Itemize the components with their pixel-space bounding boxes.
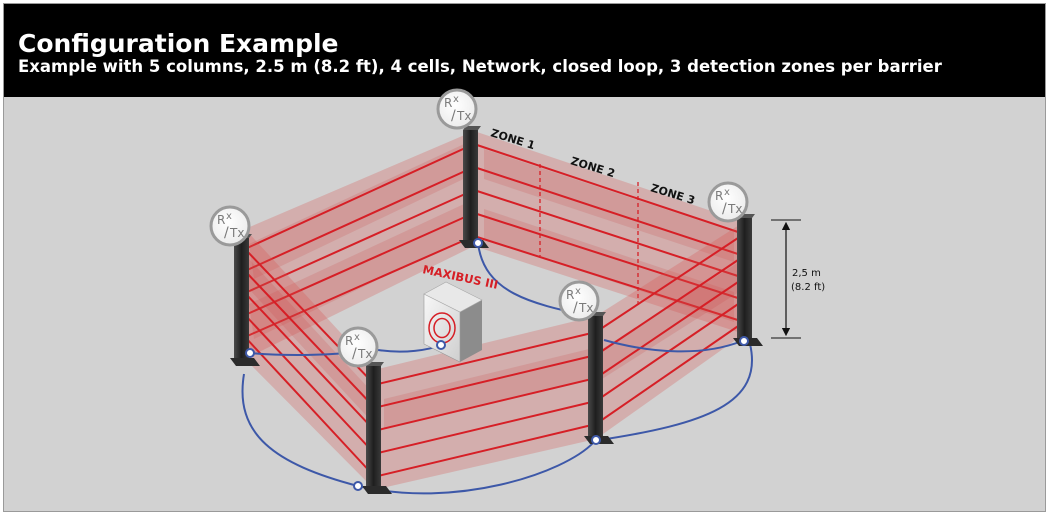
badge-x: x [354, 332, 360, 343]
beam-line [377, 377, 597, 431]
cable-connector [353, 481, 363, 491]
badge-r: R [217, 213, 225, 227]
diagram-frame: Configuration Example Example with 5 col… [3, 3, 1046, 512]
controller-top [423, 281, 483, 313]
configuration-diagram: ZONE 1 ZONE 2 ZONE 3 [209, 88, 825, 495]
beam-line [473, 166, 745, 257]
page-title: Configuration Example [18, 29, 339, 58]
beam-haze [596, 222, 744, 439]
beam-line [244, 336, 375, 477]
beam-line [595, 233, 745, 333]
badge-slash: / [451, 108, 456, 124]
controller-ring-inner [433, 317, 451, 339]
beam-haze [378, 316, 596, 489]
header-bar: Configuration Example Example with 5 col… [4, 4, 1045, 97]
column-a [230, 234, 260, 366]
beam-line [244, 270, 375, 408]
barrier-a-c [244, 229, 375, 489]
beam-line [595, 321, 745, 425]
height-imperial: (8.2 ft) [791, 282, 825, 293]
height-dimension: 2,5 m (8.2 ft) [771, 219, 825, 339]
badge-circle [209, 205, 251, 247]
column-body [737, 218, 752, 338]
beam-line [244, 189, 475, 294]
rxtx-badge-c: R x / Tx [337, 326, 379, 368]
beam-haze [245, 229, 374, 489]
rxtx-badge-b: R x / Tx [436, 88, 478, 130]
column-body [366, 366, 381, 486]
cable-d-e [603, 339, 743, 353]
badge-tx: Tx [578, 301, 593, 315]
beam-haze [245, 131, 474, 359]
badge-slash: / [722, 201, 727, 217]
column-d [584, 312, 614, 445]
cable-connector [739, 336, 749, 346]
beam-haze [474, 131, 744, 334]
barrier-b-e [473, 131, 745, 334]
badge-slash: / [573, 300, 578, 316]
column-base [230, 358, 260, 366]
beam-haze-band [484, 149, 734, 262]
beam-line [377, 400, 597, 454]
badge-x: x [724, 187, 730, 198]
badge-tx: Tx [357, 347, 372, 361]
badge-tx: Tx [727, 202, 742, 216]
beam-line [377, 354, 597, 408]
column-body [588, 316, 603, 436]
column-body [234, 238, 249, 358]
column-c [353, 362, 392, 494]
beam-line [244, 166, 475, 272]
badge-slash: / [224, 225, 229, 241]
column-b [459, 126, 489, 248]
barrier-c-d [377, 316, 597, 489]
beam-line [377, 423, 597, 477]
beam-line [244, 292, 375, 431]
beam-line [244, 314, 375, 454]
badge-r: R [715, 189, 723, 203]
column-base [362, 486, 392, 494]
beam-line [377, 331, 597, 385]
rxtx-badge-e: R x / Tx [707, 181, 749, 223]
cable-connector [436, 340, 446, 350]
column-cap [463, 126, 481, 130]
beam-line [595, 255, 745, 356]
barrier-a-b [244, 131, 475, 359]
badge-circle [707, 181, 749, 223]
cable-connector [591, 435, 601, 445]
beam-line [473, 143, 745, 235]
cable-e-d-bottom [599, 343, 753, 441]
rxtx-badge-d: R x / Tx [558, 280, 600, 322]
beam-haze-band [249, 144, 474, 279]
badge-tx: Tx [456, 109, 471, 123]
badge-x: x [226, 211, 232, 222]
controller-label: MAXIBUS III [421, 262, 499, 292]
beam-line [244, 212, 475, 316]
badge-r: R [345, 334, 353, 348]
height-metric: 2,5 m [792, 268, 821, 279]
badge-x: x [453, 94, 459, 105]
badge-circle [436, 88, 478, 130]
rxtx-badge-a: R x / Tx [209, 205, 251, 247]
badge-circle [558, 280, 600, 322]
badge-slash: / [352, 346, 357, 362]
badge-r: R [444, 96, 452, 110]
badge-r: R [566, 288, 574, 302]
cable-connector [245, 348, 255, 358]
badge-x: x [575, 286, 581, 297]
page-subtitle: Example with 5 columns, 2.5 m (8.2 ft), … [18, 57, 942, 76]
beam-line [244, 143, 475, 250]
badge-tx: Tx [229, 226, 244, 240]
cable-connector [473, 238, 483, 248]
beam-line [244, 235, 475, 338]
column-e [733, 214, 763, 346]
column-body [463, 130, 478, 240]
badge-circle [337, 326, 379, 368]
beam-line [595, 277, 745, 379]
